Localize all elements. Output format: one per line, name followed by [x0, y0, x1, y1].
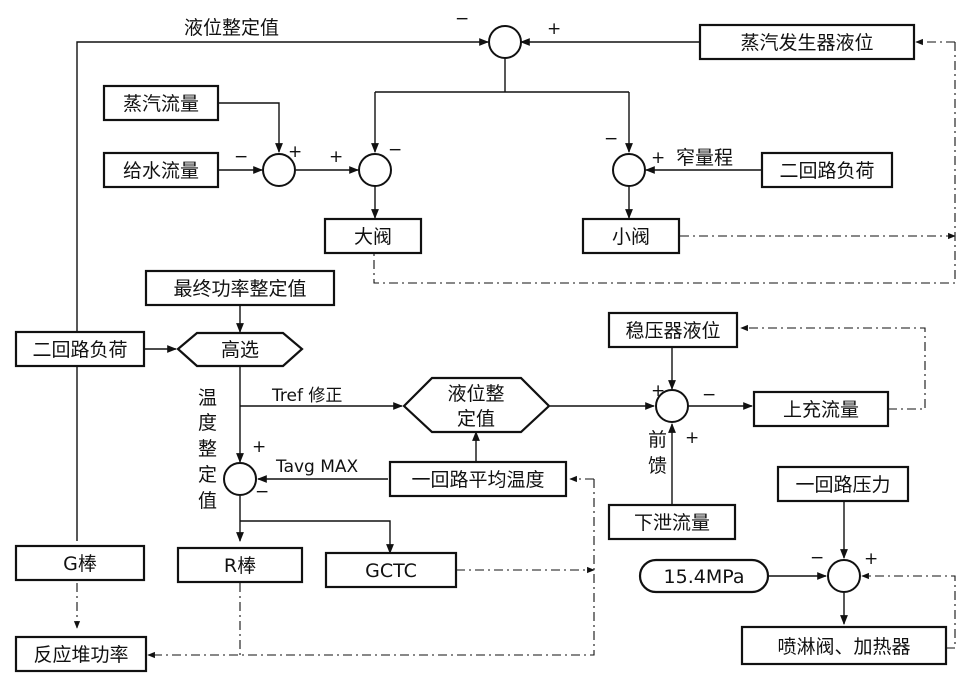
label-tavg-max: Tavg MAX	[275, 457, 359, 477]
block-feed-flow-text: 给水流量	[123, 160, 199, 182]
sum-node-big-valve	[358, 153, 392, 187]
label-level-setpoint: 液位整定值	[184, 17, 279, 39]
block-sg-level-text: 蒸汽发生器液位	[740, 32, 873, 54]
block-level-setpoint-text-2: 定值	[457, 408, 495, 430]
block-primary-avg-temp: 一回路平均温度	[388, 460, 568, 498]
sign-plus: +	[547, 19, 561, 39]
sign-minus: −	[255, 482, 269, 502]
block-final-power-setpoint-text: 最终功率整定值	[173, 278, 306, 300]
label-temp-setpoint-char: 定	[198, 464, 217, 486]
sign-minus: −	[702, 385, 716, 405]
block-reactor-power-text: 反应堆功率	[33, 644, 128, 666]
sign-plus: +	[329, 147, 343, 167]
block-secondary-load-top: 二回路负荷	[760, 151, 894, 189]
block-pressure-setpoint-text: 15.4MPa	[664, 566, 745, 588]
sum-node-flow-mismatch	[262, 153, 296, 187]
label-tref-correction: Tref 修正	[271, 386, 342, 406]
sign-minus: −	[234, 147, 248, 167]
label-temp-setpoint-vertical: 温 度 整 定 值	[198, 387, 217, 512]
block-steam-flow-text: 蒸汽流量	[123, 93, 199, 115]
label-temp-setpoint-char: 值	[198, 490, 217, 512]
block-level-setpoint: 液位整 定值	[402, 376, 551, 434]
block-sg-level: 蒸汽发生器液位	[698, 23, 916, 61]
block-steam-flow: 蒸汽流量	[102, 84, 220, 122]
sign-plus: +	[864, 549, 878, 569]
label-narrow-range: 窄量程	[676, 147, 733, 169]
block-r-rod: R棒	[176, 546, 304, 584]
summing-nodes	[223, 25, 861, 593]
label-feedforward-vertical: 前 馈	[648, 429, 667, 477]
block-letdown-flow-text: 下泄流量	[634, 512, 710, 534]
label-temp-setpoint-char: 温	[198, 387, 217, 409]
block-level-setpoint-text-1: 液位整	[447, 383, 504, 405]
block-final-power-setpoint: 最终功率整定值	[144, 269, 336, 307]
sum-node-pressurizer	[655, 389, 689, 423]
block-spray-heater: 喷淋阀、加热器	[740, 625, 948, 666]
sign-minus: −	[604, 129, 618, 149]
label-temp-setpoint-char: 度	[198, 412, 217, 434]
block-g-rod-text: G棒	[63, 553, 97, 575]
sign-plus: +	[651, 381, 665, 401]
block-secondary-load-top-text: 二回路负荷	[779, 160, 874, 182]
block-r-rod-text: R棒	[224, 555, 256, 577]
sign-minus: −	[810, 548, 824, 568]
block-high-select: 高选	[176, 331, 304, 368]
block-feed-flow: 给水流量	[102, 151, 220, 189]
block-small-valve-text: 小阀	[612, 226, 650, 248]
sign-plus: +	[252, 437, 266, 457]
block-reactor-power: 反应堆功率	[14, 635, 148, 673]
solid-connectors	[73, 38, 848, 629]
block-secondary-load-left: 二回路负荷	[14, 330, 146, 368]
block-gctc: GCTC	[324, 551, 458, 589]
block-pressure-setpoint: 15.4MPa	[638, 558, 770, 594]
sign-minus: −	[388, 140, 402, 160]
sum-node-small-valve	[612, 153, 646, 187]
block-big-valve-text: 大阀	[354, 226, 392, 248]
block-letdown-flow: 下泄流量	[607, 503, 737, 541]
block-spray-heater-text: 喷淋阀、加热器	[777, 636, 910, 658]
sum-node-pressure	[827, 559, 861, 593]
label-feedforward-char: 前	[648, 429, 667, 451]
dashed-connectors	[147, 38, 956, 659]
block-charging-flow: 上充流量	[752, 390, 890, 428]
block-primary-avg-temp-text: 一回路平均温度	[411, 469, 544, 491]
block-pressurizer-level-text: 稳压器液位	[625, 320, 720, 342]
label-temp-setpoint-char: 整	[198, 438, 217, 460]
block-primary-pressure-text: 一回路压力	[795, 474, 890, 496]
block-small-valve: 小阀	[581, 217, 681, 255]
label-feedforward-char: 馈	[648, 455, 667, 477]
block-charging-flow-text: 上充流量	[783, 399, 859, 421]
block-secondary-load-left-text: 二回路负荷	[32, 339, 127, 361]
sign-plus: +	[651, 148, 665, 168]
sign-plus: +	[288, 142, 302, 162]
sum-node-temperature	[223, 462, 257, 496]
block-big-valve: 大阀	[323, 217, 423, 255]
block-g-rod: G棒	[14, 544, 146, 582]
block-high-select-text: 高选	[221, 339, 259, 361]
sum-node-sg-level	[488, 25, 522, 59]
sign-plus: +	[685, 428, 699, 448]
block-primary-pressure: 一回路压力	[776, 465, 910, 503]
sign-minus: −	[455, 9, 469, 29]
block-pressurizer-level: 稳压器液位	[607, 311, 739, 349]
node-signs: − + + − + − − + + − + + − − +	[234, 9, 878, 569]
block-gctc-text: GCTC	[365, 560, 417, 582]
